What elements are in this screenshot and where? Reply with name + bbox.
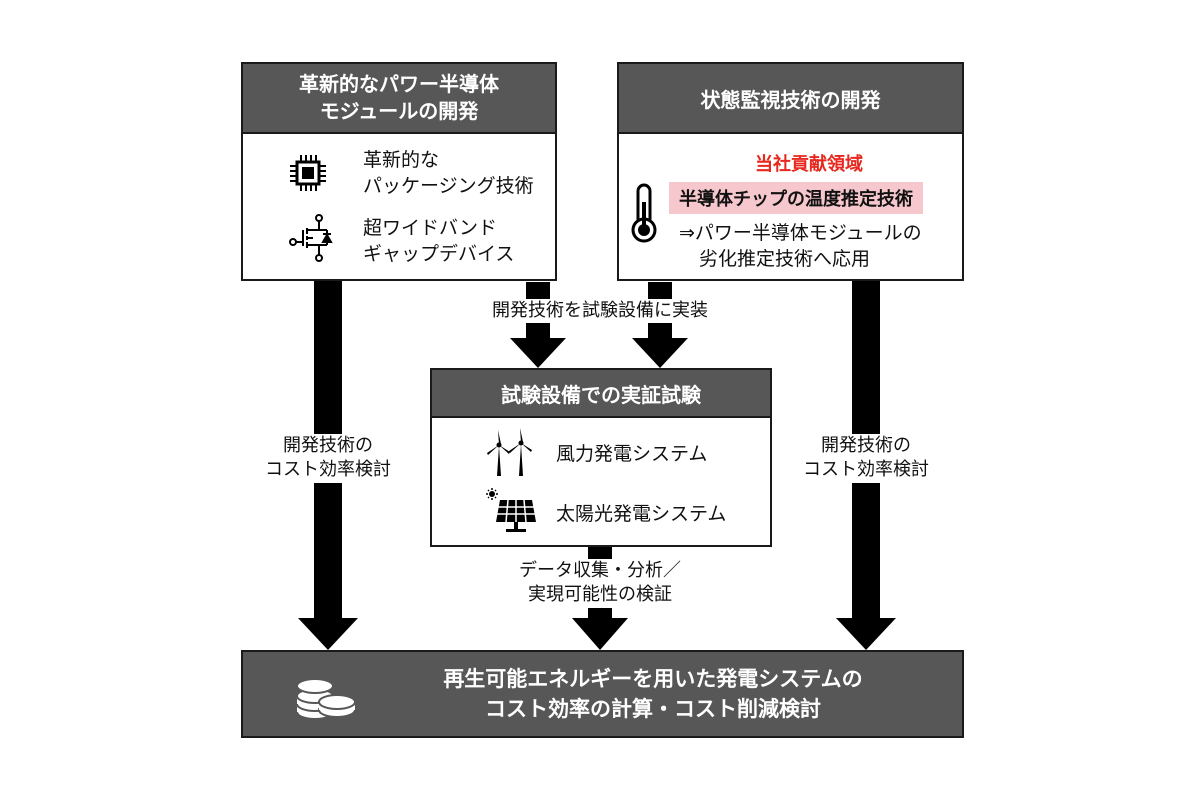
right-cost-line2: コスト効率検討: [803, 459, 929, 481]
solar-system-label: 太陽光発電システム: [556, 503, 727, 525]
monitoring-header: 状態監視技術の開発: [619, 64, 962, 134]
monitoring-title: 状態監視技術の開発: [700, 87, 881, 112]
bottom-line2: コスト効率の計算・コスト削減検討: [485, 697, 821, 722]
wide-bandgap-line2: ギャップデバイス: [363, 242, 515, 265]
data-analysis-label: データ収集・分析／ 実現可能性の検証: [494, 559, 706, 608]
wide-bandgap-item: 超ワイドバンド ギャップデバイス: [363, 216, 514, 267]
bottom-result-text: 再生可能エネルギーを用いた発電システムの コスト効率の計算・コスト削減検討: [373, 664, 933, 725]
implement-arrow-left: [510, 282, 566, 368]
power-module-header: 革新的なパワー半導体 モジュールの開発: [243, 64, 555, 134]
wind-system-label: 風力発電システム: [556, 443, 708, 465]
coins-icon: [293, 672, 357, 722]
data-analysis-line1: データ収集・分析／: [519, 560, 681, 581]
application-line2: 劣化推定技術へ応用: [699, 247, 871, 270]
implement-label: 開発技術を試験設備に実装: [470, 299, 730, 324]
left-cost-label: 開発技術の コスト効率検討: [248, 434, 408, 483]
wide-bandgap-line1: 超ワイドバンド: [363, 217, 497, 239]
data-analysis-line2: 実現可能性の検証: [528, 584, 672, 606]
test-title: 試験設備での実証試験: [501, 382, 701, 407]
temperature-estimation-highlight: 半導体チップの温度推定技術: [669, 182, 923, 214]
transistor-icon: [289, 214, 333, 262]
packaging-item: 革新的な パッケージング技術: [363, 148, 534, 199]
right-cost-label: 開発技術の コスト効率検討: [786, 434, 946, 483]
test-box: 試験設備での実証試験 風力発電システム: [430, 368, 772, 547]
power-module-title-line2: モジュールの開発: [319, 99, 479, 123]
power-module-box: 革新的なパワー半導体 モジュールの開発 革新的な パッケージング技術: [241, 62, 557, 281]
left-cost-line1: 開発技術の: [283, 435, 373, 456]
monitoring-box: 状態監視技術の開発 当社貢献領域 半導体チップの温度推定技術 ⇒パワー半導体モジ…: [617, 62, 964, 281]
packaging-line1: 革新的な: [363, 149, 440, 171]
solar-panel-icon: [486, 488, 536, 532]
power-module-title-line1: 革新的なパワー半導体: [299, 72, 499, 96]
bottom-line1: 再生可能エネルギーを用いた発電システムの: [443, 667, 863, 691]
bottom-result-box: 再生可能エネルギーを用いた発電システムの コスト効率の計算・コスト削減検討: [241, 650, 964, 738]
left-cost-line2: コスト効率検討: [265, 459, 391, 481]
application-line1: ⇒パワー半導体モジュールの: [679, 222, 922, 244]
thermometer-icon: [629, 182, 659, 244]
implement-arrow-right: [632, 282, 688, 368]
right-cost-line1: 開発技術の: [821, 435, 911, 456]
test-header: 試験設備での実証試験: [432, 370, 770, 418]
contribution-label: 当社貢献領域: [755, 154, 863, 175]
application-text: ⇒パワー半導体モジュールの 劣化推定技術へ応用: [679, 221, 922, 272]
packaging-line2: パッケージング技術: [363, 174, 534, 197]
wind-turbine-icon: [486, 428, 534, 478]
chip-icon: [289, 154, 327, 192]
